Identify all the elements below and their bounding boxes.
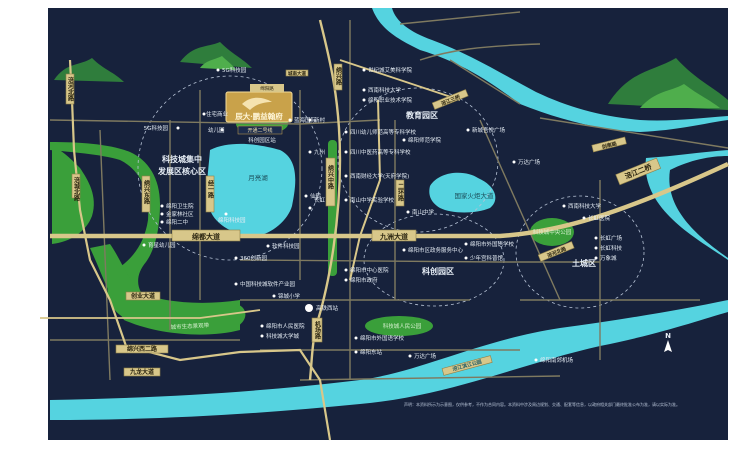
svg-text:南山中学: 南山中学 bbox=[412, 208, 435, 216]
lake-right-label: 国家火炬大道 bbox=[455, 191, 495, 200]
svg-text:绵阳市中心医院: 绵阳市中心医院 bbox=[350, 266, 389, 274]
lake-right bbox=[429, 172, 496, 213]
road-label-fucheng: 涪城北路 bbox=[73, 176, 80, 202]
footnote: 声明：本资料所示为示意图，仅供参考，不作为合同内容。本资料中涉及周边规划、交通、… bbox=[404, 402, 680, 407]
svg-text:西南财经大学(天府学院): 西南财经大学(天府学院) bbox=[350, 172, 409, 180]
svg-text:绵阳二中: 绵阳二中 bbox=[166, 218, 188, 226]
north-arrow-icon: N bbox=[664, 332, 672, 352]
svg-text:南山中学实验学校: 南山中学实验学校 bbox=[350, 196, 395, 204]
park-labels: 月亮湖 国家火炬大道 城市生态景观带 科技城人民公园 科技城中央公园 bbox=[170, 173, 571, 331]
svg-text:西南科技大学: 西南科技大学 bbox=[568, 202, 602, 210]
lake-left-label: 月亮湖 bbox=[248, 173, 268, 182]
svg-text:万达广场: 万达广场 bbox=[518, 158, 541, 166]
road-label-san-ci: 二环路 bbox=[397, 183, 404, 202]
svg-text:四川幼儿师范高等专科学校: 四川幼儿师范高等专科学校 bbox=[350, 128, 417, 136]
poi-right-top: 世纪城艾美科学院 西南科技大学 绵阳职业技术学院 四川幼儿师范高等专科学校 四川… bbox=[344, 66, 442, 216]
road-label-jiuzhou: 九洲大道 bbox=[379, 232, 408, 241]
road-label-airport: 机场路 bbox=[314, 320, 321, 340]
svg-text:新城吾悦广场: 新城吾悦广场 bbox=[472, 126, 506, 134]
fujiang-river bbox=[50, 8, 728, 420]
road-label-v-mid: 绵兴中路 bbox=[327, 164, 334, 190]
road-label-xuming: 九龙大道 bbox=[129, 368, 154, 376]
svg-text:万象城: 万象城 bbox=[600, 254, 617, 262]
svg-text:N: N bbox=[665, 332, 671, 340]
svg-text:绵阳科技园: 绵阳科技园 bbox=[218, 216, 246, 224]
svg-text:360创新园: 360创新园 bbox=[240, 254, 267, 262]
svg-text:住宅商业: 住宅商业 bbox=[206, 110, 229, 118]
metro-icon bbox=[305, 304, 313, 312]
park-south-label: 科技城人民公园 bbox=[383, 322, 422, 330]
zone-tucheng: 土城区 bbox=[572, 258, 596, 268]
svg-text:万达广场: 万达广场 bbox=[414, 352, 437, 360]
zone-education: 教育园区 bbox=[405, 110, 438, 120]
svg-text:长虹医院: 长虹医院 bbox=[588, 214, 611, 222]
poi-center: 软件科技园 绵阳市中心医院 绵阳市政府 绵阳市外国语学校 绵阳市区政务服务中心 … bbox=[266, 240, 515, 284]
svg-text:软件科技园: 软件科技园 bbox=[272, 242, 300, 250]
svg-text:绵阳卫生院: 绵阳卫生院 bbox=[166, 202, 194, 210]
svg-text:绵阳职业技术学院: 绵阳职业技术学院 bbox=[368, 96, 413, 104]
svg-text:锦城小学: 锦城小学 bbox=[278, 292, 301, 300]
svg-text:九州: 九州 bbox=[314, 148, 325, 156]
mountains-decor bbox=[54, 42, 728, 110]
svg-text:四川中医药高等专科学校: 四川中医药高等专科学校 bbox=[350, 148, 411, 156]
minor-roads bbox=[49, 11, 729, 381]
svg-text:科技城大学城: 科技城大学城 bbox=[266, 332, 300, 340]
svg-text:新村: 新村 bbox=[314, 116, 326, 124]
svg-text:绵阳市外国语学校: 绵阳市外国语学校 bbox=[470, 240, 515, 248]
road-label-main-ew: 绵都大道 bbox=[192, 232, 220, 241]
road-label-cheng-nan: 城南大道 bbox=[288, 70, 306, 77]
svg-text:5G科技园: 5G科技园 bbox=[144, 124, 169, 132]
svg-text:蓝海国际: 蓝海国际 bbox=[294, 116, 317, 124]
zone-core-line1: 科技城集中 bbox=[162, 154, 202, 164]
road-label-laohe: 涪河北路 bbox=[67, 76, 74, 102]
svg-text:绵阳师范学院: 绵阳师范学院 bbox=[408, 136, 442, 144]
svg-text:绵阳东站: 绵阳东站 bbox=[360, 348, 383, 356]
road-label-north: 绵兴路 bbox=[335, 66, 342, 86]
svg-text:绵阳市人民医院: 绵阳市人民医院 bbox=[266, 322, 305, 330]
svg-text:绵阳南郊机场: 绵阳南郊机场 bbox=[540, 356, 574, 364]
svg-text:绵阳市区政务服务中心: 绵阳市区政务服务中心 bbox=[408, 246, 464, 254]
road-label-v-left: 经一路 bbox=[207, 179, 214, 199]
lake-left bbox=[206, 143, 296, 236]
zone-kechuang: 科创园区 bbox=[422, 266, 454, 276]
road-label-mianxing: 绵兴西二路 bbox=[127, 345, 158, 353]
svg-text:金家林社区: 金家林社区 bbox=[166, 210, 194, 218]
road-label-chuangye: 创业大道 bbox=[130, 292, 155, 300]
zone-labels: 科技城集中 发展区核心区 教育园区 科创园区 土城区 bbox=[157, 110, 596, 276]
road-label-v-left2: 绵兴东路 bbox=[143, 179, 150, 205]
svg-text:西南科技大学: 西南科技大学 bbox=[368, 86, 402, 94]
map-background bbox=[48, 8, 728, 440]
svg-text:高铁西站: 高铁西站 bbox=[316, 304, 339, 312]
svg-text:世纪城艾美科学院: 世纪城艾美科学院 bbox=[368, 66, 413, 74]
svg-text:中国科技城软件产业园: 中国科技城软件产业园 bbox=[240, 280, 296, 288]
svg-text:仙鹤: 仙鹤 bbox=[310, 192, 322, 200]
poi-mid: 新村 九州 仙鹤 长虹 bbox=[304, 116, 326, 210]
svg-text:长虹科技: 长虹科技 bbox=[600, 244, 623, 252]
project-sub: 开通二号线 bbox=[247, 127, 272, 134]
svg-text:长虹广场: 长虹广场 bbox=[600, 234, 623, 242]
poi-bottom: 绵阳市人民医院 科技城大学城 高铁西站 绵阳市外国语学校 绵阳东站 万达广场 bbox=[260, 304, 437, 360]
svg-text:长虹: 长虹 bbox=[314, 196, 326, 204]
svg-text:幼儿园: 幼儿园 bbox=[208, 126, 225, 134]
road-label-bars bbox=[65, 63, 662, 377]
svg-text:绵阳市外国语学校: 绵阳市外国语学校 bbox=[360, 334, 405, 342]
poi-left: 5G科技园 5G科技园 住宅商业 幼儿园 蓝海国际 绵阳卫生院 金家林社区 绵阳… bbox=[142, 66, 317, 300]
svg-text:少年宫科普馆: 少年宫科普馆 bbox=[470, 254, 504, 262]
green-belt-label: 城市生态景观带 bbox=[170, 321, 209, 331]
svg-text:绵阳市政府: 绵阳市政府 bbox=[350, 276, 378, 284]
zone-core-line2: 发展区核心区 bbox=[157, 166, 206, 176]
poi-right-mid: 西南科技大学 万达广场 长虹医院 长虹广场 长虹科技 万象城 新城吾悦广场 绵阳… bbox=[466, 126, 623, 364]
project-logo-icon bbox=[242, 97, 272, 110]
park-east-label: 科技城中央公园 bbox=[533, 228, 572, 236]
road-label-s-e: 剑南路 bbox=[600, 140, 618, 151]
park-south bbox=[365, 316, 433, 336]
svg-text:育星幼儿园: 育星幼儿园 bbox=[148, 241, 176, 249]
project-badge-top: 绵阳路 bbox=[260, 85, 274, 92]
svg-text:5G科技园: 5G科技园 bbox=[222, 66, 247, 74]
project-metro: 科创园区站 bbox=[248, 136, 276, 144]
project-badge[interactable]: 绵阳路 辰大·鹏益翰府 开通二号线 科创园区站 bbox=[225, 84, 293, 144]
project-name: 辰大·鹏益翰府 bbox=[235, 111, 283, 121]
